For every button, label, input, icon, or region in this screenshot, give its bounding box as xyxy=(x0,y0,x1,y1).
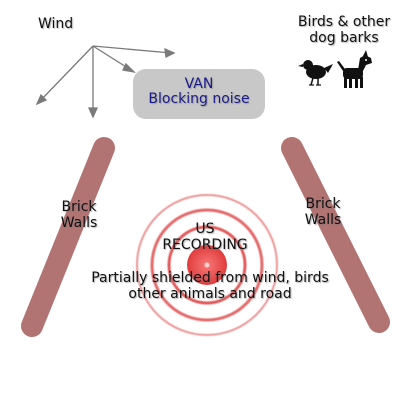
brick-wall-right-edge xyxy=(281,137,390,333)
dog-icon xyxy=(337,50,372,88)
birds-label-line-1: Birds & other xyxy=(297,14,391,30)
brick-wall-left-edge xyxy=(21,137,115,337)
van-label-line-1: VAN xyxy=(184,76,214,92)
wind-arrows-icon xyxy=(35,45,176,119)
wind-label-text: Wind xyxy=(38,16,74,32)
shield-line-1: Partially shielded from wind, birds xyxy=(91,270,329,286)
brick-wall-left xyxy=(21,137,115,337)
shielded-description-label: Partially shielded from wind, birds othe… xyxy=(60,270,360,302)
van-box xyxy=(133,69,265,119)
shield-line-2: other animals and road xyxy=(128,286,292,302)
brick-walls-right-label: Brick Walls xyxy=(298,196,348,228)
brick-right-line-1: Brick xyxy=(305,196,341,212)
us-label-line-1: US xyxy=(195,221,215,237)
recording-rings xyxy=(136,194,278,336)
bird-icon xyxy=(298,60,333,86)
brick-left-line-1: Brick xyxy=(61,199,97,215)
us-recording-label: US RECORDING xyxy=(140,221,270,253)
brick-left-line-2: Walls xyxy=(60,215,98,231)
us-label-line-2: RECORDING xyxy=(162,237,248,253)
brick-walls-left-label: Brick Walls xyxy=(54,199,104,231)
van-label: VAN Blocking noise xyxy=(134,77,264,107)
wind-label: Wind xyxy=(38,16,73,32)
brick-right-line-2: Walls xyxy=(304,212,342,228)
birds-label-line-2: dog barks xyxy=(309,30,379,46)
recording-dot xyxy=(204,262,210,268)
brick-wall-right xyxy=(281,137,390,333)
van-label-line-2: Blocking noise xyxy=(148,91,250,107)
birds-dog-barks-label: Birds & other dog barks xyxy=(284,14,404,46)
